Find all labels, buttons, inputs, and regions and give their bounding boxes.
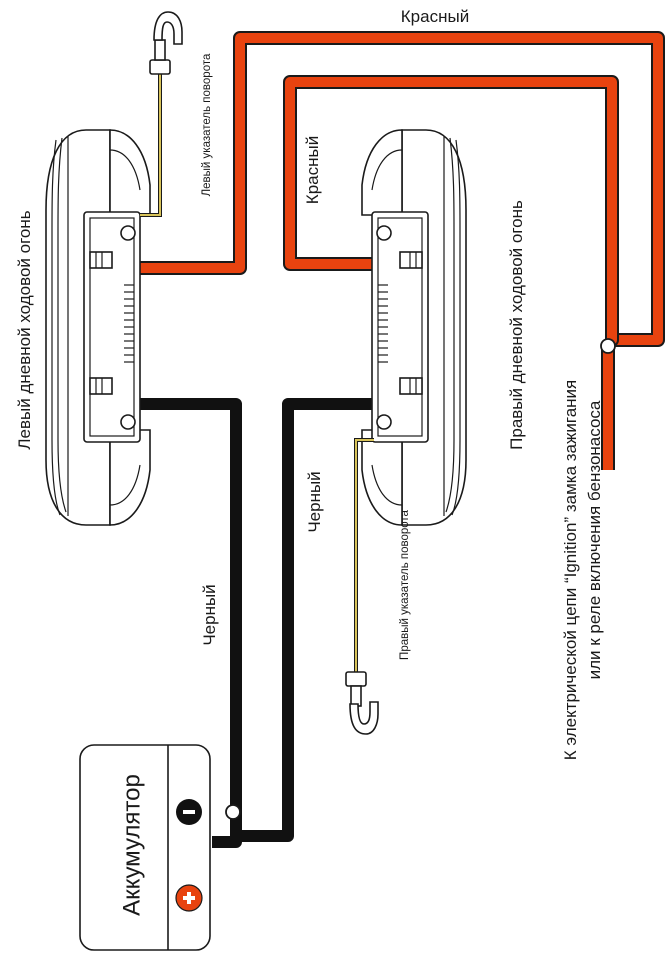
red-top-label: Красный — [401, 7, 469, 26]
minus-icon — [176, 799, 202, 825]
ignition-label-line2: или к реле включения бензонасоса — [585, 400, 604, 679]
left-turn-bulb — [149, 11, 183, 75]
right-turn-signal-wire — [354, 438, 374, 672]
right-turn-bulb — [345, 671, 379, 735]
black-right-label: Черный — [305, 471, 324, 532]
black-wire-right — [236, 398, 374, 842]
battery: Аккумулятор — [79, 744, 211, 951]
ignition-label-line1: К электрической цепи “Ignition” замка за… — [561, 380, 580, 760]
left-drl-unit — [45, 129, 151, 526]
black-wire-left — [140, 398, 242, 848]
battery-label: Аккумулятор — [118, 774, 145, 916]
red-inner-label: Красный — [303, 136, 322, 204]
right-turn-label: Правый указатель поворота — [399, 509, 411, 659]
right-drl-unit — [361, 129, 467, 526]
black-left-label: Черный — [200, 584, 219, 645]
black-junction — [225, 804, 241, 820]
right-drl-label: Правый дневной ходовой огонь — [507, 200, 526, 450]
left-drl-label: Левый дневной ходовой огонь — [15, 210, 34, 449]
red-wire-outer — [140, 31, 665, 347]
left-turn-label: Левый указатель поворота — [201, 53, 213, 196]
plus-icon — [175, 884, 203, 912]
red-junction — [600, 338, 616, 354]
left-turn-signal-wire — [140, 74, 162, 217]
